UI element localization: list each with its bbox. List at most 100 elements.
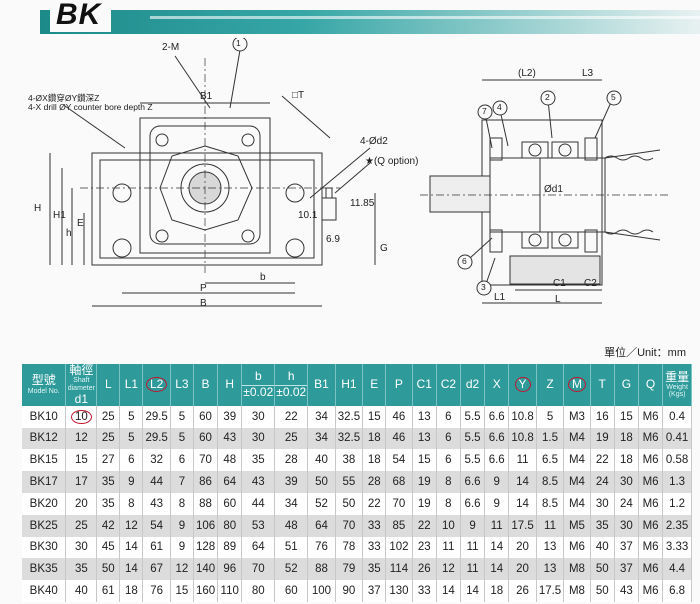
label-t: □T xyxy=(292,90,305,101)
callout-2: 2 xyxy=(545,92,550,102)
cell-b: 86 xyxy=(193,471,219,493)
cell-l: 27 xyxy=(96,449,121,472)
cell-w: 1.2 xyxy=(662,492,692,515)
callout-circle-5 xyxy=(606,90,622,106)
cell-g: 18 xyxy=(614,427,639,450)
cell-m: M5 xyxy=(563,514,591,537)
cell-m: M4 xyxy=(563,492,591,515)
cell-l1: 8 xyxy=(119,492,144,515)
cell-l2: 29.5 xyxy=(142,405,171,428)
col-d2: d2 xyxy=(460,364,486,406)
cell-b: 30 xyxy=(241,427,276,450)
cell-model: BK40 xyxy=(22,580,67,602)
col-bsmall: b±0.02 xyxy=(241,364,276,406)
callout-circle-6 xyxy=(457,254,473,270)
cell-l1: 9 xyxy=(119,471,144,493)
cell-c2: 11 xyxy=(436,536,461,559)
cell-l1: 12 xyxy=(119,514,144,537)
cell-e: 15 xyxy=(362,405,387,428)
col-h: H xyxy=(217,364,243,406)
cell-q: M6 xyxy=(638,580,664,602)
cell-b: 80 xyxy=(241,580,276,602)
hole-br xyxy=(241,229,255,243)
cell-b: 70 xyxy=(193,449,219,472)
cell-y: 14 xyxy=(508,471,537,493)
dim-t xyxy=(281,95,331,139)
cell-l2: 32 xyxy=(142,449,171,472)
cell-model: BK35 xyxy=(22,558,67,581)
cell-p: 68 xyxy=(385,471,413,493)
cell-h1: 32.5 xyxy=(335,427,364,450)
cell-l3: 8 xyxy=(170,492,194,515)
cell-t: 16 xyxy=(590,405,615,428)
cell-z: 13 xyxy=(536,558,565,581)
leader-3 xyxy=(485,257,496,285)
cell-model: BK12 xyxy=(22,427,67,450)
cell-g: 30 xyxy=(614,471,639,493)
label-6-9: 6.9 xyxy=(326,234,340,245)
cell-l1: 5 xyxy=(119,405,144,428)
cell-p: 114 xyxy=(385,558,413,581)
cell-c2: 6 xyxy=(436,405,461,428)
cell-h: 48 xyxy=(217,449,243,472)
cell-d1: 20 xyxy=(65,492,98,515)
cell-x: 6.6 xyxy=(484,405,510,428)
cell-e: 18 xyxy=(362,449,387,472)
label-c1: C1 xyxy=(553,278,566,289)
cell-d2: 11 xyxy=(460,558,486,581)
cell-c1: 26 xyxy=(412,558,437,581)
cell-m: M6 xyxy=(563,536,591,559)
cell-h: 80 xyxy=(217,514,243,537)
col-c2: C2 xyxy=(436,364,461,406)
leader-q xyxy=(334,162,371,194)
cell-y: 11 xyxy=(508,449,537,472)
cell-c1: 19 xyxy=(412,492,437,515)
cell-q: M6 xyxy=(638,536,664,559)
cell-y: 26 xyxy=(508,580,537,602)
cell-p: 46 xyxy=(385,405,413,428)
cell-b: 43 xyxy=(241,471,276,493)
cell-c1: 33 xyxy=(412,580,437,602)
callout-circle-4 xyxy=(492,100,508,116)
col-t: T xyxy=(590,364,615,406)
cell-l3: 9 xyxy=(170,514,194,537)
cell-q: M6 xyxy=(638,449,664,472)
cell-b: 106 xyxy=(193,514,219,537)
hole-bl xyxy=(155,229,169,243)
cell-p: 130 xyxy=(385,580,413,602)
cell-z: 1.5 xyxy=(536,427,565,450)
cell-y: 10.8 xyxy=(508,405,537,428)
cell-h: 52 xyxy=(274,558,309,581)
label-c2: C2 xyxy=(584,278,597,289)
cell-h: 43 xyxy=(217,427,243,450)
cell-q: M6 xyxy=(638,558,664,581)
cell-h: 96 xyxy=(217,558,243,581)
cell-h: 39 xyxy=(217,405,243,428)
cell-l2: 44 xyxy=(142,471,171,493)
cell-c1: 15 xyxy=(412,449,437,472)
label-l3: L3 xyxy=(582,68,594,79)
cell-h: 89 xyxy=(217,536,243,559)
cell-e: 35 xyxy=(362,558,387,581)
cell-model: BK20 xyxy=(22,492,67,515)
cell-l3: 15 xyxy=(170,580,194,602)
cell-b1: 34 xyxy=(307,427,336,450)
cell-d2: 5.5 xyxy=(460,427,486,450)
cell-w: 6.8 xyxy=(662,580,692,602)
cell-b: 53 xyxy=(241,514,276,537)
leader-1 xyxy=(229,49,241,109)
leader-2 xyxy=(547,99,553,139)
cell-b1: 64 xyxy=(307,514,336,537)
cell-y: 17.5 xyxy=(508,514,537,537)
cell-c1: 19 xyxy=(412,471,437,493)
grease-nipple xyxy=(321,197,337,221)
cell-y: 10.8 xyxy=(508,427,537,450)
label-d1: Ød1 xyxy=(544,184,563,195)
label-2m: 2-M xyxy=(162,42,180,53)
col-b: B xyxy=(193,364,219,406)
cell-t: 50 xyxy=(590,558,615,581)
